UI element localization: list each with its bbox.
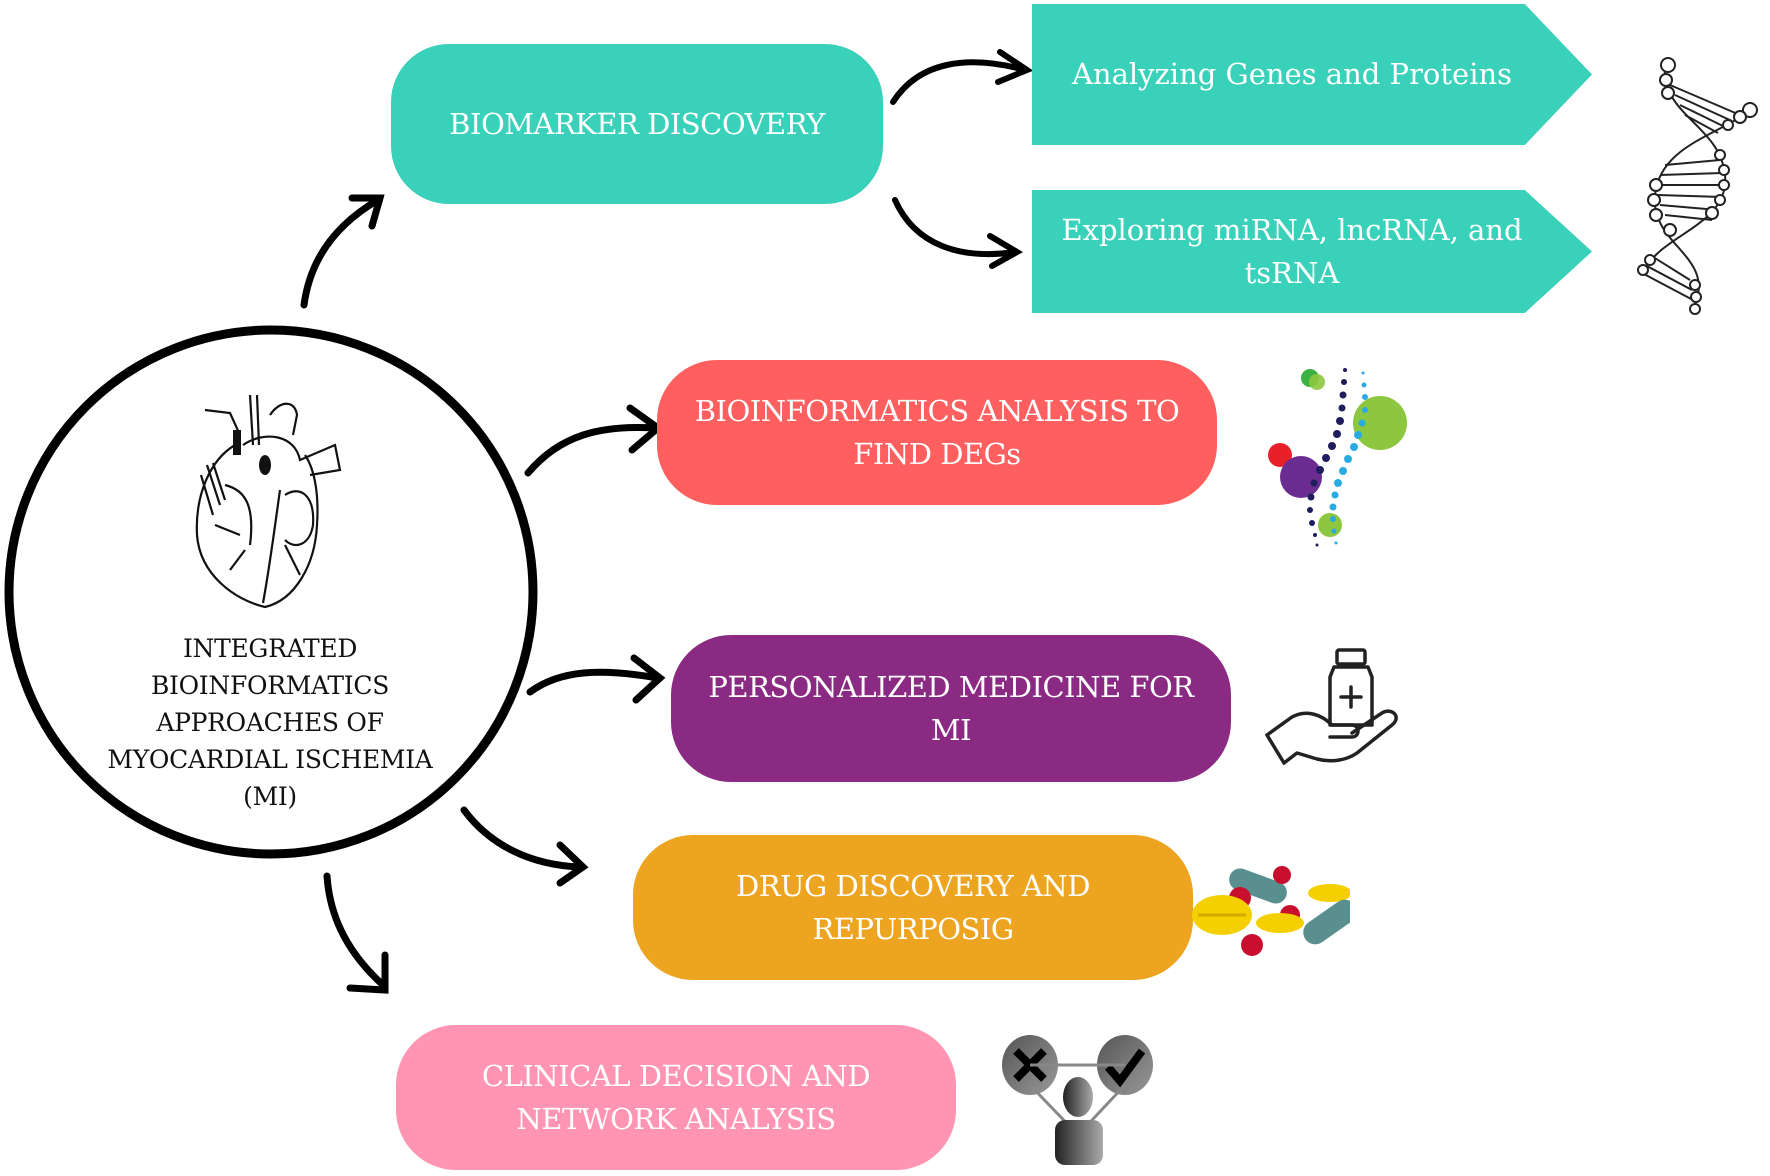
center-title-line: APPROACHES OF — [156, 708, 384, 737]
node-personalized-medicine: PERSONALIZED MEDICINE FOR MI — [671, 635, 1231, 782]
node-label-line: FIND DEGs — [853, 436, 1021, 471]
node-drug-discovery: DRUG DISCOVERY AND REPURPOSIG — [633, 835, 1193, 980]
central-circle — [4, 325, 538, 859]
pills-capsules-icon — [1190, 865, 1357, 965]
node-label: BIOMARKER DISCOVERY — [449, 106, 825, 141]
center-title-line: INTEGRATED — [182, 634, 358, 663]
node-label-line: PERSONALIZED MEDICINE FOR — [708, 669, 1194, 704]
node-label-line: BIOINFORMATICS ANALYSIS TO — [694, 393, 1180, 428]
node-biomarker-discovery: BIOMARKER DISCOVERY — [391, 44, 883, 204]
node-label-line: tsRNA — [1244, 255, 1340, 290]
arrow-to-personalized — [526, 654, 666, 704]
node-label-line: NETWORK ANALYSIS — [516, 1101, 836, 1136]
arrow-to-rna — [892, 197, 1024, 269]
node-label-line: Exploring miRNA, lncRNA, and — [1061, 212, 1523, 247]
hand-holding-medicine-icon — [1262, 645, 1412, 775]
node-analyzing-genes: Analyzing Genes and Proteins — [1032, 4, 1592, 145]
arrow-to-genes — [890, 49, 1034, 105]
arrow-to-drug — [460, 806, 589, 887]
node-label-line: DRUG DISCOVERY AND — [736, 868, 1090, 903]
node-label-line: CLINICAL DECISION AND — [481, 1058, 871, 1093]
node-label: Analyzing Genes and Proteins — [1071, 57, 1513, 91]
arrow-to-degs — [524, 404, 664, 477]
center-title: INTEGRATED BIOINFORMATICS APPROACHES OF … — [70, 630, 470, 815]
arrow-to-clinical — [323, 872, 389, 994]
node-exploring-rna: Exploring miRNA, lncRNA, and tsRNA — [1032, 190, 1592, 313]
node-label-line: MI — [930, 712, 972, 747]
center-title-line: MYOCARDIAL ISCHEMIA — [107, 745, 433, 774]
arrow-to-biomarker — [300, 194, 385, 309]
dna-helix-icon — [1620, 55, 1770, 325]
molecular-dots-icon — [1262, 355, 1422, 555]
center-title-line: (MI) — [243, 782, 297, 811]
node-bioinformatics-degs: BIOINFORMATICS ANALYSIS TO FIND DEGs — [657, 360, 1217, 505]
center-title-line: BIOINFORMATICS — [150, 671, 390, 700]
node-clinical-decision: CLINICAL DECISION AND NETWORK ANALYSIS — [396, 1025, 956, 1170]
decision-person-icon — [1000, 1035, 1160, 1165]
anatomical-heart-icon — [185, 375, 345, 610]
node-label-line: REPURPOSIG — [812, 911, 1014, 946]
